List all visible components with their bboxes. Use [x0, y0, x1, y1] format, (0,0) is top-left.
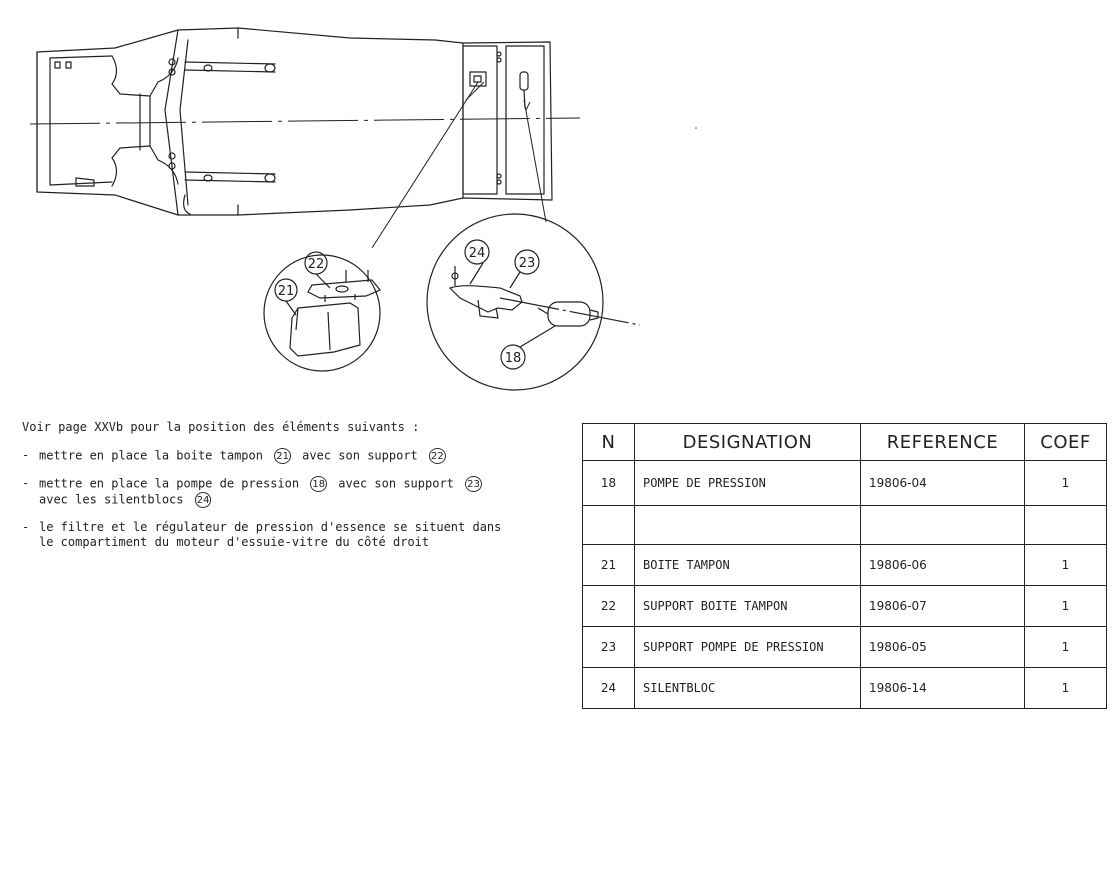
table-header-row: N DESIGNATION REFERENCE COEF: [582, 423, 1107, 461]
ref-circle-22: 22: [429, 448, 446, 464]
table-row: 21 BOITE TAMPON 19806-06 1: [582, 544, 1107, 586]
cell-designation: SILENTBLOC: [634, 667, 861, 709]
cell-coef: [1024, 505, 1107, 545]
note-text: mettre en place la pompe de pression: [39, 476, 300, 491]
ref-circle-18: 18: [310, 476, 328, 492]
cell-n: 23: [582, 626, 635, 668]
table-row: 18 POMPE DE PRESSION 19806-04 1: [582, 460, 1107, 506]
cell-reference: 19806-05: [860, 626, 1025, 668]
cell-reference: [860, 505, 1025, 545]
note-text: avec son support: [302, 448, 418, 463]
note-dash: -: [22, 476, 30, 490]
callout-24: 24: [469, 246, 486, 261]
note-text: mettre en place la boite tampon: [39, 448, 263, 463]
cell-n: [582, 505, 635, 545]
header-designation: DESIGNATION: [634, 423, 861, 461]
note-item: - le filtre et le régulateur de pression…: [22, 520, 562, 550]
note-text: le filtre et le régulateur de pression d…: [39, 520, 502, 534]
cell-n: 22: [582, 585, 635, 627]
cell-reference: 19806-04: [860, 460, 1025, 506]
cell-designation: [634, 505, 861, 545]
ref-circle-23: 23: [465, 476, 482, 492]
cell-n: 21: [582, 544, 635, 586]
cell-designation: SUPPORT POMPE DE PRESSION: [634, 626, 861, 668]
note-text: le compartiment du moteur d'essuie-vitre…: [39, 535, 430, 549]
cell-reference: 19806-06: [860, 544, 1025, 586]
header-reference: REFERENCE: [860, 423, 1025, 461]
cell-coef: 1: [1024, 667, 1107, 709]
note-item: - mettre en place la boite tampon 21 ave…: [22, 448, 562, 464]
instruction-notes: Voir page XXVb pour la position des élém…: [22, 420, 562, 562]
note-dash: -: [22, 448, 30, 462]
cell-reference: 19806-07: [860, 585, 1025, 627]
cell-coef: 1: [1024, 544, 1107, 586]
cell-reference: 19806-14: [860, 667, 1025, 709]
parts-table: N DESIGNATION REFERENCE COEF 18 POMPE DE…: [582, 423, 1107, 709]
note-text: avec les silentblocs: [39, 492, 184, 507]
note-text: avec son support: [338, 476, 454, 491]
callout-21: 21: [278, 284, 295, 299]
callout-22: 22: [308, 257, 325, 272]
table-row: 23 SUPPORT POMPE DE PRESSION 19806-05 1: [582, 626, 1107, 668]
table-row: [582, 505, 1107, 545]
chassis-drawing: 21 22 24 23 18: [29, 27, 697, 391]
ref-circle-21: 21: [274, 448, 291, 464]
note-dash: -: [22, 520, 30, 534]
cell-coef: 1: [1024, 626, 1107, 668]
header-n: N: [582, 423, 635, 461]
notes-intro: Voir page XXVb pour la position des élém…: [22, 420, 420, 434]
cell-coef: 1: [1024, 585, 1107, 627]
ref-circle-24: 24: [194, 492, 212, 508]
table-row: 22 SUPPORT BOITE TAMPON 19806-07 1: [582, 585, 1107, 627]
cell-designation: BOITE TAMPON: [634, 544, 861, 586]
table-row: 24 SILENTBLOC 19806-14 1: [582, 667, 1107, 709]
cell-designation: SUPPORT BOITE TAMPON: [634, 585, 861, 627]
cell-n: 24: [582, 667, 635, 709]
cell-n: 18: [582, 460, 635, 506]
callout-23: 23: [519, 256, 536, 271]
header-coef: COEF: [1024, 423, 1107, 461]
callout-18: 18: [505, 351, 522, 366]
cell-coef: 1: [1024, 460, 1107, 506]
note-item: - mettre en place la pompe de pression 1…: [22, 476, 562, 508]
cell-designation: POMPE DE PRESSION: [634, 460, 861, 506]
